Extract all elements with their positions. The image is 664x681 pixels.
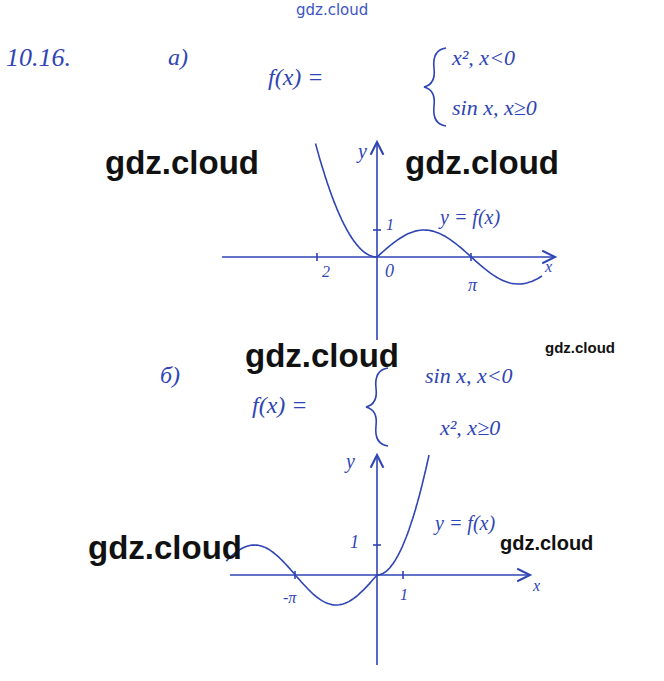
function-case: sin x, x≥0 <box>452 96 537 120</box>
watermark: gdz.cloud <box>500 532 593 554</box>
parabola-curve <box>316 144 378 258</box>
graph-label: y = f(x) <box>440 206 500 228</box>
tick-label: π <box>468 276 477 296</box>
function-name: f(x) = <box>268 64 324 90</box>
part-label: а) <box>168 44 188 70</box>
axis-label: x <box>545 258 552 276</box>
tick <box>373 544 381 546</box>
tick-label: 0 <box>385 262 394 282</box>
watermark: gdz.cloud <box>296 2 368 19</box>
watermark: gdz.cloud <box>105 145 259 181</box>
function-case: sin x, x<0 <box>425 364 513 388</box>
y-axis <box>376 455 378 665</box>
tick-label: -π <box>283 589 296 607</box>
tick <box>316 253 318 261</box>
part-label: б) <box>160 362 180 388</box>
axis-label: y <box>358 140 367 162</box>
axis-label: x <box>533 577 540 595</box>
watermark: gdz.cloud <box>405 145 559 181</box>
y-axis <box>376 142 378 340</box>
tick <box>402 571 404 579</box>
function-name: f(x) = <box>252 392 308 418</box>
sine-curve <box>226 545 377 605</box>
tick <box>373 229 381 231</box>
tick-label: 2 <box>322 263 330 281</box>
brace <box>424 48 446 126</box>
watermark: gdz.cloud <box>545 340 615 357</box>
brace <box>366 368 388 446</box>
x-axis <box>222 256 555 258</box>
function-case: x², x≥0 <box>440 416 500 440</box>
graph-label: y = f(x) <box>435 512 495 534</box>
watermark: gdz.cloud <box>245 338 399 374</box>
tick-label: 1 <box>386 216 394 234</box>
problem-number: 10.16. <box>6 44 71 73</box>
parabola-curve <box>377 455 429 575</box>
axis-label: y <box>346 450 355 472</box>
function-case: x², x<0 <box>452 46 515 70</box>
watermark: gdz.cloud <box>88 530 242 566</box>
tick-label: 1 <box>350 533 359 553</box>
tick-label: 1 <box>400 586 408 604</box>
sine-curve <box>377 230 542 284</box>
